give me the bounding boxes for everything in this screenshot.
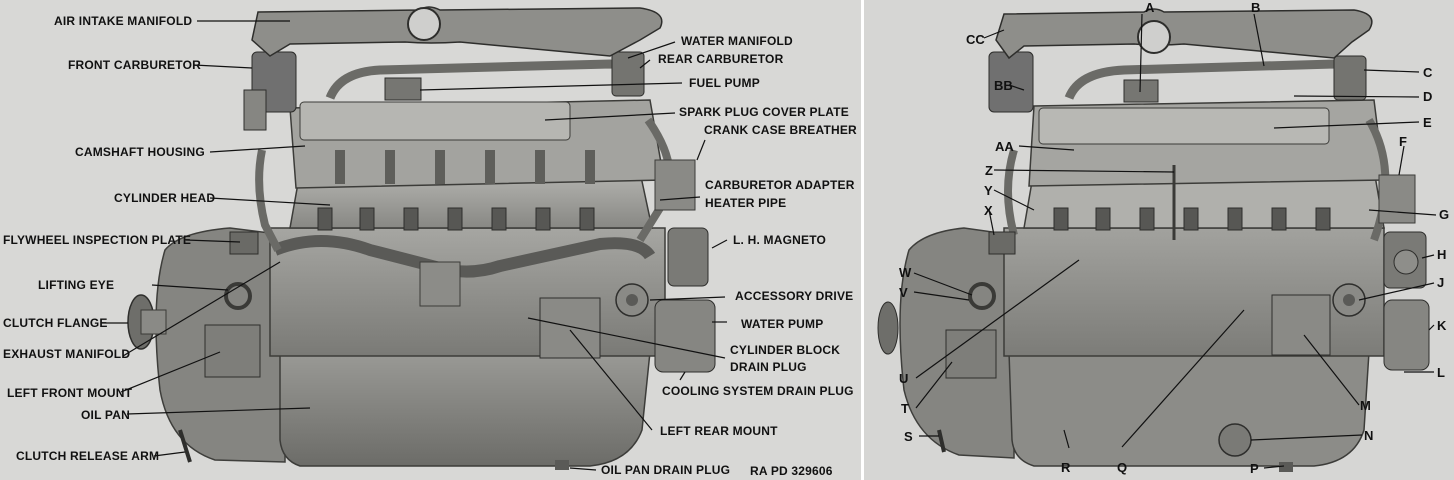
label-air-intake-manifold: AIR INTAKE MANIFOLD	[54, 14, 193, 28]
fuel-pump-shape	[384, 77, 422, 101]
left-rear-mount-shape	[539, 297, 601, 359]
ref-M: M	[1360, 398, 1371, 413]
label-camshaft-housing: CAMSHAFT HOUSING	[75, 145, 205, 159]
label-drain-plug: DRAIN PLUG	[730, 360, 807, 374]
left-front-mount-shape	[204, 324, 261, 378]
flywheel-inspection-plate-shape	[229, 231, 259, 255]
ref-V: V	[899, 285, 908, 300]
ref-H: H	[1437, 247, 1447, 262]
left-side-view-panel: AIR INTAKE MANIFOLD FRONT CARBURETOR WAT…	[3, 6, 857, 478]
ref-S: S	[904, 429, 913, 444]
air-intake-manifold-shape	[251, 6, 663, 57]
label-lifting-eye: LIFTING EYE	[38, 278, 115, 292]
ref-B: B	[1251, 0, 1261, 15]
label-clutch-flange: CLUTCH FLANGE	[3, 316, 108, 330]
label-flywheel-inspection-plate: FLYWHEEL INSPECTION PLATE	[3, 233, 192, 247]
label-water-pump: WATER PUMP	[741, 317, 824, 331]
label-exhaust-manifold: EXHAUST MANIFOLD	[3, 347, 131, 361]
spark-plug-cover-plate-shape	[299, 101, 571, 141]
ref-J: J	[1437, 275, 1445, 290]
ref-D: D	[1423, 89, 1433, 104]
label-spark-plug-cover-plate: SPARK PLUG COVER PLATE	[679, 105, 849, 119]
right-side-view-panel: A B CC C BB D E F AA Z Y X G H W J V K L…	[864, 0, 1454, 480]
label-cylinder-head: CYLINDER HEAD	[114, 191, 216, 205]
left-engine-illustration	[102, 6, 728, 471]
ref-K: K	[1437, 318, 1447, 333]
label-carburetor-adapter: CARBURETOR ADAPTER	[705, 178, 855, 192]
label-front-carburetor: FRONT CARBURETOR	[68, 58, 201, 72]
clutch-release-arm-shape	[178, 429, 192, 463]
label-heater-pipe: HEATER PIPE	[705, 196, 787, 210]
lifting-eye-shape	[224, 282, 252, 310]
ref-T: T	[901, 401, 909, 416]
ref-X: X	[984, 203, 993, 218]
ref-CC: CC	[966, 32, 985, 47]
oil-pan-shape	[279, 351, 651, 467]
ref-Z: Z	[985, 163, 993, 178]
water-pump-shape	[654, 299, 716, 373]
label-rear-carburetor: REAR CARBURETOR	[658, 52, 784, 66]
label-clutch-release-arm: CLUTCH RELEASE ARM	[16, 449, 160, 463]
label-cylinder-block: CYLINDER BLOCK	[730, 343, 841, 357]
rear-carburetor-shape	[611, 51, 645, 97]
label-fuel-pump: FUEL PUMP	[689, 76, 760, 90]
ref-Y: Y	[984, 183, 993, 198]
label-oil-pan: OIL PAN	[81, 408, 130, 422]
label-cooling-system-drain-plug: COOLING SYSTEM DRAIN PLUG	[662, 384, 854, 398]
label-oil-pan-drain-plug: OIL PAN DRAIN PLUG	[601, 463, 731, 477]
label-left-front-mount: LEFT FRONT MOUNT	[7, 386, 133, 400]
ref-R: R	[1061, 460, 1071, 475]
label-accessory-drive: ACCESSORY DRIVE	[735, 289, 854, 303]
ref-BB: BB	[994, 78, 1013, 93]
water-manifold-pipe	[325, 59, 635, 100]
label-crank-case-breather: CRANK CASE BREATHER	[704, 123, 857, 137]
ref-W: W	[899, 265, 912, 280]
ref-C: C	[1423, 65, 1433, 80]
ref-Q: Q	[1117, 460, 1128, 475]
ref-N: N	[1364, 428, 1374, 443]
ref-A: A	[1145, 0, 1155, 15]
carburetor-adapter-shape	[654, 159, 696, 211]
label-lh-magneto: L. H. MAGNETO	[733, 233, 827, 247]
ref-F: F	[1399, 134, 1407, 149]
ref-L: L	[1437, 365, 1445, 380]
lh-magneto-shape	[667, 227, 709, 287]
plate-number: RA PD 329606	[750, 464, 833, 478]
ref-E: E	[1423, 115, 1432, 130]
panel-divider	[861, 0, 865, 480]
label-water-manifold: WATER MANIFOLD	[681, 34, 793, 48]
ref-U: U	[899, 371, 909, 386]
ref-P: P	[1250, 461, 1259, 476]
label-left-rear-mount: LEFT REAR MOUNT	[660, 424, 778, 438]
ref-AA: AA	[995, 139, 1014, 154]
ref-G: G	[1439, 207, 1450, 222]
exhaust-manifold-shape	[272, 235, 656, 278]
right-engine-illustration	[877, 8, 1437, 472]
